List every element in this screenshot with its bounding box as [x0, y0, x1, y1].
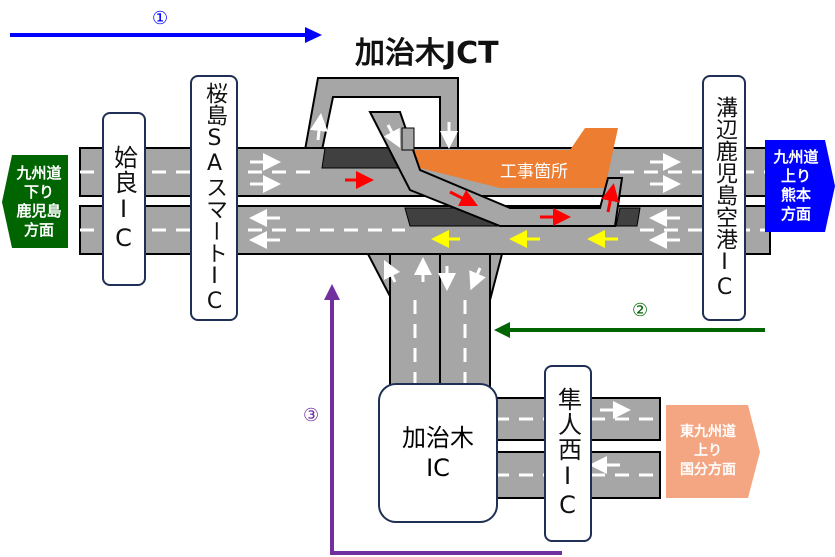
- aira-ic-box: 姶良IC: [102, 112, 146, 286]
- traffic-arrows: [249, 113, 681, 474]
- mizobe-ic-label: 溝辺鹿児島空港IC: [712, 96, 737, 300]
- route-1-label: ①: [152, 8, 169, 29]
- diagonal-ramp: [368, 111, 624, 227]
- hayatonishi-ic-label: 隼人西IC: [553, 387, 582, 520]
- sign-right-shape: [765, 140, 835, 232]
- kajiki-ic-label: 加治木 IC: [402, 424, 474, 482]
- route-3-arrow: [330, 300, 562, 555]
- sign-left-shape: [2, 155, 68, 248]
- sign-east: 東九州道 上り 国分方面: [680, 424, 736, 478]
- mizobe-ic-box: 溝辺鹿児島空港IC: [702, 75, 746, 321]
- kajiki-ic-box: 加治木 IC: [378, 383, 498, 523]
- construction-area: [413, 128, 618, 188]
- route-3-label: ③: [303, 405, 320, 426]
- sign-east-shape: [666, 405, 760, 498]
- route-2-label: ②: [632, 300, 649, 321]
- page-title: 加治木JCT: [355, 36, 499, 71]
- sign-left: 九州道 下り 鹿児島 方面: [16, 163, 62, 239]
- aira-ic-label: 姶良IC: [109, 145, 138, 253]
- sakurajima-ic-box: 桜島SAスマートIC: [190, 75, 238, 321]
- sakurajima-ic-label: 桜島SAスマートIC: [202, 82, 227, 314]
- construction-label: 工事箇所: [500, 162, 568, 182]
- sign-right: 九州道 上り 熊本 方面: [773, 148, 819, 223]
- hayatonishi-ic-box: 隼人西IC: [544, 365, 592, 542]
